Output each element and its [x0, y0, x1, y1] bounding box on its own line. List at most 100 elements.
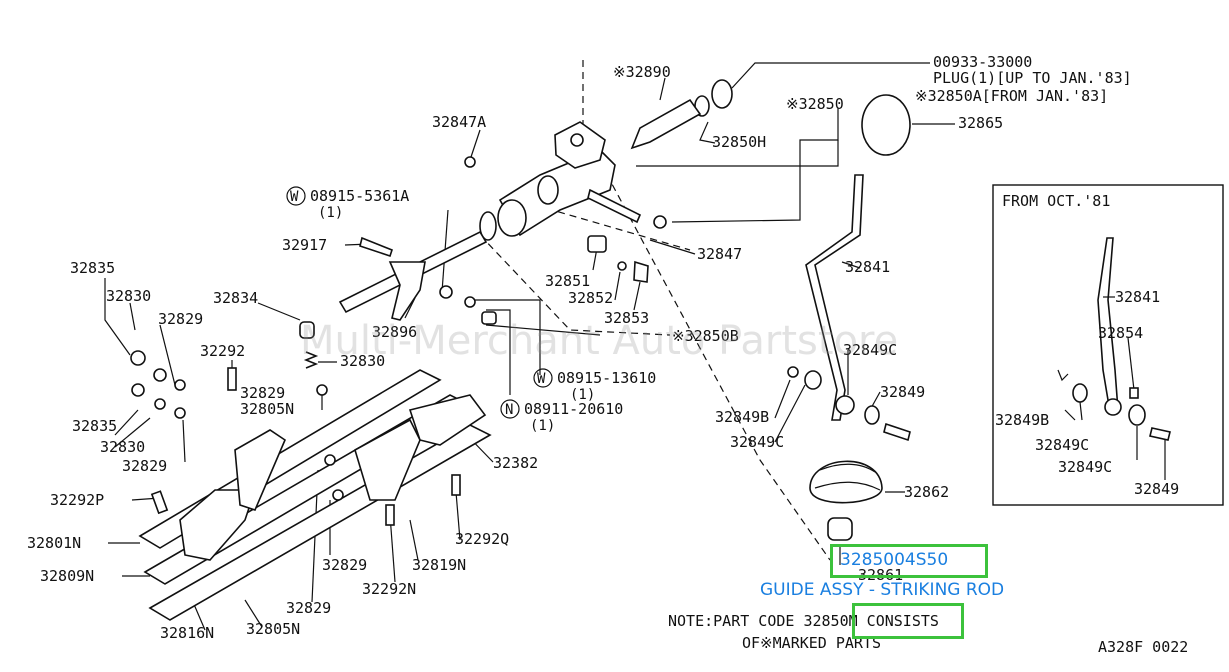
label-32829-c: 32829 [122, 457, 167, 475]
label-32805N-b: 32805N [246, 620, 300, 638]
highlight-note-box[interactable] [852, 603, 964, 639]
o-ring-32850B [479, 211, 497, 241]
label-32847A: 32847A [432, 113, 486, 131]
bracket-32382 [408, 394, 487, 446]
label-08915-13610: 08915-13610 [557, 369, 656, 387]
circled-prefixes: W W N [286, 186, 553, 419]
inset-label-32849: 32849 [1134, 480, 1179, 498]
label-32829: 32829 [158, 310, 203, 328]
label-32834: 32834 [213, 289, 258, 307]
shift-fork-32805N-upper [234, 429, 286, 511]
highlight-part-name: GUIDE ASSY - STRIKING ROD [760, 580, 1005, 600]
svg-text:W: W [537, 371, 546, 387]
label-32835-b: 32835 [72, 417, 117, 435]
label-32849: 32849 [880, 383, 925, 401]
bolt-32849 [883, 422, 911, 442]
note-line-1: NOTE:PART CODE 32850M CONSISTS [668, 612, 939, 630]
svg-text:(1): (1) [570, 387, 595, 403]
highlight-part-number[interactable]: 3285004S50 [840, 550, 949, 570]
label-32850B: ※32850B [672, 327, 739, 345]
bushing-32861 [827, 517, 853, 541]
inset-label-32854: 32854 [1098, 324, 1143, 342]
label-32862: 32862 [904, 483, 949, 501]
label-32835: 32835 [70, 259, 115, 277]
w-circle-2 [533, 368, 553, 388]
svg-text:W: W [290, 189, 299, 205]
pin-32292P [150, 490, 169, 515]
pin-32292 [227, 367, 237, 391]
label-32805N: 32805N [240, 400, 294, 418]
plug-ring [711, 79, 733, 109]
leader-lines [104, 60, 955, 631]
washer-32847A [464, 156, 476, 168]
plug-32834 [299, 321, 315, 339]
nut-32853 [633, 260, 649, 283]
label-32841: 32841 [845, 258, 890, 276]
pin-32292N [385, 504, 395, 526]
fork-32896 [388, 261, 426, 321]
label-32830-b: 32830 [340, 352, 385, 370]
inset-labels: FROM OCT.'81 32841 32854 32849B 32849C 3… [995, 192, 1179, 498]
label-plug: PLUG(1)[UP TO JAN.'83] [933, 69, 1132, 87]
inset-label-32849C: 32849C [1035, 436, 1089, 454]
inset-title: FROM OCT.'81 [1002, 192, 1110, 210]
label-32816N: 32816N [160, 624, 214, 642]
inset-label-32841: 32841 [1115, 288, 1160, 306]
label-32896: 32896 [372, 323, 417, 341]
inset-box [992, 184, 1224, 506]
label-32850A: ※32850A[FROM JAN.'83] [915, 87, 1108, 105]
washer-32849B [787, 366, 799, 378]
label-32849C-b: 32849C [730, 433, 784, 451]
label-00933-33000: 00933-33000 [933, 53, 1032, 71]
spring-32830 [303, 351, 319, 369]
label-32853: 32853 [604, 309, 649, 327]
label-32819N: 32819N [412, 556, 466, 574]
inset-label-32849C-b: 32849C [1058, 458, 1112, 476]
w-circle [286, 186, 306, 206]
bolt-32847 [587, 188, 642, 224]
pin-32890 [630, 98, 702, 150]
label-32849C: 32849C [843, 341, 897, 359]
label-32830: 32830 [106, 287, 151, 305]
label-32809N: 32809N [40, 567, 94, 585]
watermark: Multi-Merchant Auto Partstore [300, 318, 899, 364]
knob-32865 [861, 94, 911, 156]
label-32829-b: 32829 [240, 384, 285, 402]
part-labels: 00933-33000 PLUG(1)[UP TO JAN.'83] ※3285… [27, 53, 1188, 656]
pin-32917 [359, 236, 393, 258]
guide-bore [497, 199, 527, 237]
label-32801N: 32801N [27, 534, 81, 552]
label-32292: 32292 [200, 342, 245, 360]
diagram-code: A328F 0022 [1098, 638, 1188, 656]
highlight-part-box[interactable] [830, 544, 988, 578]
label-32849B: 32849B [715, 408, 769, 426]
n-circle [500, 399, 520, 419]
label-32865: 32865 [958, 114, 1003, 132]
label-08911-20610: 08911-20610 [524, 400, 623, 418]
drawn-parts [130, 79, 1224, 621]
svg-text:(1): (1) [318, 205, 343, 221]
label-32851: 32851 [545, 272, 590, 290]
label-32852: 32852 [568, 289, 613, 307]
control-lever-32841 [805, 174, 864, 421]
label-32292Q: 32292Q [455, 530, 509, 548]
shift-fork-32819N [354, 418, 421, 501]
label-32847: 32847 [697, 245, 742, 263]
label-32829-d: 32829 [322, 556, 367, 574]
shift-fork-32805N [179, 489, 257, 561]
label-32292N: 32292N [362, 580, 416, 598]
svg-text:(1): (1) [530, 418, 555, 434]
label-32382: 32382 [493, 454, 538, 472]
label-32890: ※32890 [613, 63, 671, 81]
label-32917: 32917 [282, 236, 327, 254]
note-line-2: OF※MARKED PARTS [742, 634, 881, 652]
bushing-32849C [804, 370, 822, 390]
label-08915-5361A: 08915-5361A [310, 187, 409, 205]
bushing-32851 [587, 235, 607, 253]
label-32850H: 32850H [712, 133, 766, 151]
label-32292P: 32292P [50, 491, 104, 509]
label-32850: ※32850 [786, 95, 844, 113]
inset-label-32849B: 32849B [995, 411, 1049, 429]
label-32830-c: 32830 [100, 438, 145, 456]
